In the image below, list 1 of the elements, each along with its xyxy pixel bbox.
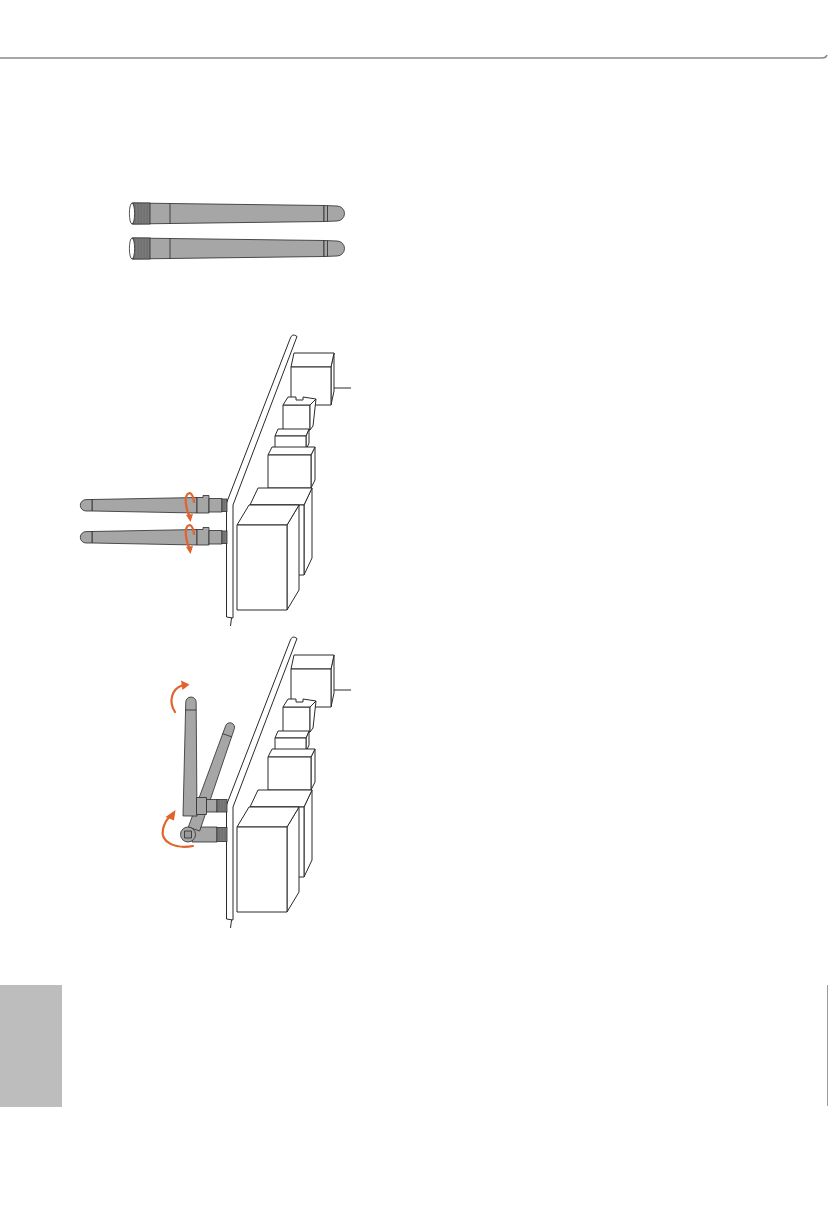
- side-tab: [0, 985, 62, 1107]
